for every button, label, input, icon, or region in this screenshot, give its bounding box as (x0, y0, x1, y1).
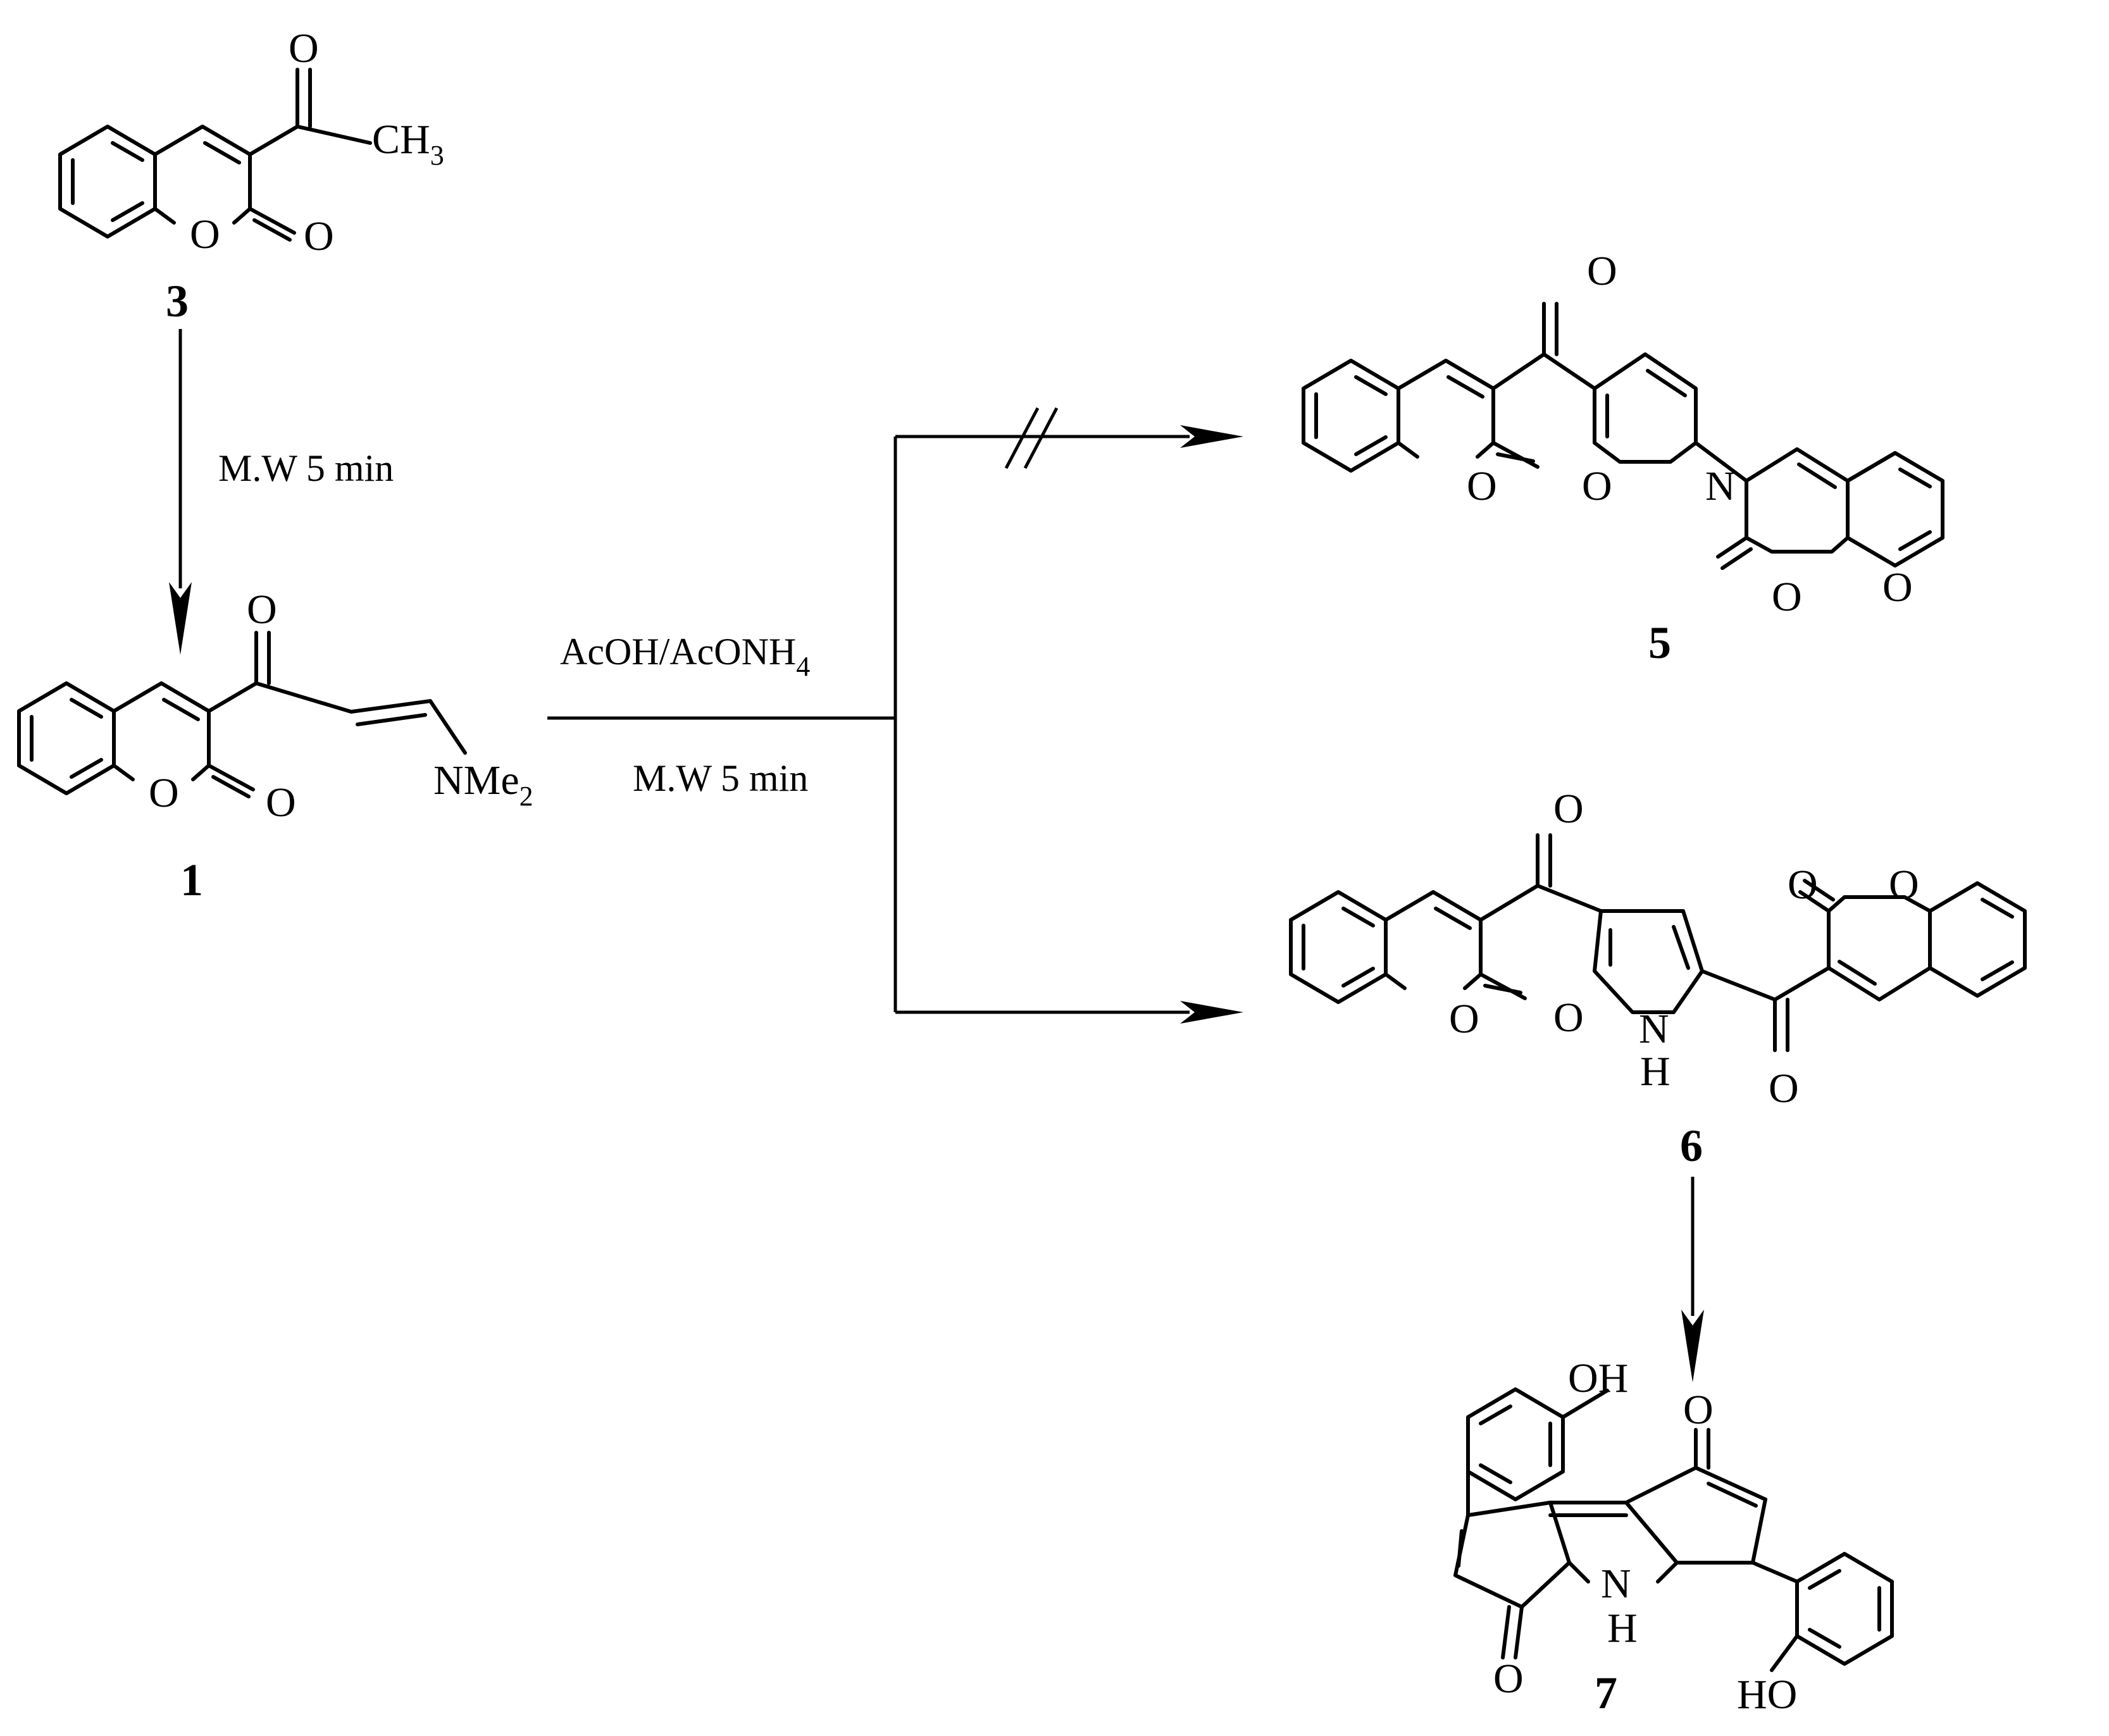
ketone-oxygen-label: O (1683, 1387, 1714, 1433)
ketone-oxygen-label: O (1493, 1656, 1524, 1702)
compound-7-structure (1453, 1387, 1894, 1672)
condition-step2-reagent: AcOH/AcONH4 (560, 631, 810, 682)
branch-arrow (547, 407, 1190, 1014)
carbonyl-oxygen-label: O (1788, 862, 1818, 908)
compound-1-structure (17, 631, 467, 798)
arrowhead-to-6 (1180, 1001, 1243, 1024)
carbonyl-oxygen-label: O (1772, 574, 1802, 620)
arrowhead-3-to-1 (169, 582, 192, 655)
compound-5-label: 5 (1648, 617, 1671, 668)
ketone-oxygen-label: O (1587, 248, 1617, 294)
compound-1-label: 1 (180, 855, 203, 905)
carbonyl-oxygen-label: O (266, 779, 296, 826)
dimethylamino-label: NMe2 (433, 757, 533, 812)
ring-oxygen-label: O (1889, 862, 1919, 908)
ring-oxygen-label: O (1449, 996, 1479, 1042)
phenol-oh-top-label: OH (1568, 1355, 1628, 1401)
pyridine-nitrogen-label: N (1705, 463, 1736, 509)
pyrrole-nitrogen-label: N (1601, 1561, 1631, 1607)
compound-3-structure (58, 68, 372, 242)
ketone-oxygen-label: O (247, 586, 277, 633)
compound-6-label: 6 (1680, 1120, 1703, 1171)
carbonyl-oxygen-label: O (1553, 995, 1584, 1041)
pyrrole-hydrogen-label: H (1640, 1048, 1670, 1094)
acetyl-oxygen-label: O (289, 25, 319, 71)
methyl-label: CH3 (372, 116, 444, 171)
carbonyl-oxygen-label: O (1582, 463, 1612, 509)
phenol-oh-bottom-label: HO (1737, 1671, 1797, 1718)
condition-step2-time: M.W 5 min (633, 757, 808, 799)
ring-oxygen-label: O (149, 770, 179, 816)
ring-oxygen-label: O (190, 211, 220, 257)
ring-oxygen-label: O (1882, 564, 1913, 611)
compound-7-label: 7 (1595, 1668, 1617, 1718)
compound-3-label: 3 (166, 276, 189, 326)
pyrrole-nitrogen-label: N (1639, 1006, 1669, 1052)
pyrrole-hydrogen-label: H (1607, 1605, 1638, 1651)
ring-oxygen-label: O (1467, 463, 1497, 509)
arrowhead-6-to-7 (1681, 1310, 1704, 1382)
condition-step1: M.W 5 min (218, 447, 394, 489)
arrowhead-to-5 (1180, 425, 1243, 448)
carbonyl-oxygen-label: O (304, 213, 334, 259)
compound-5-structure (1302, 302, 1944, 570)
compound-6-structure (1289, 833, 2027, 1052)
ketone-oxygen-label: O (1553, 786, 1584, 832)
ketone-oxygen-label: O (1769, 1065, 1799, 1112)
